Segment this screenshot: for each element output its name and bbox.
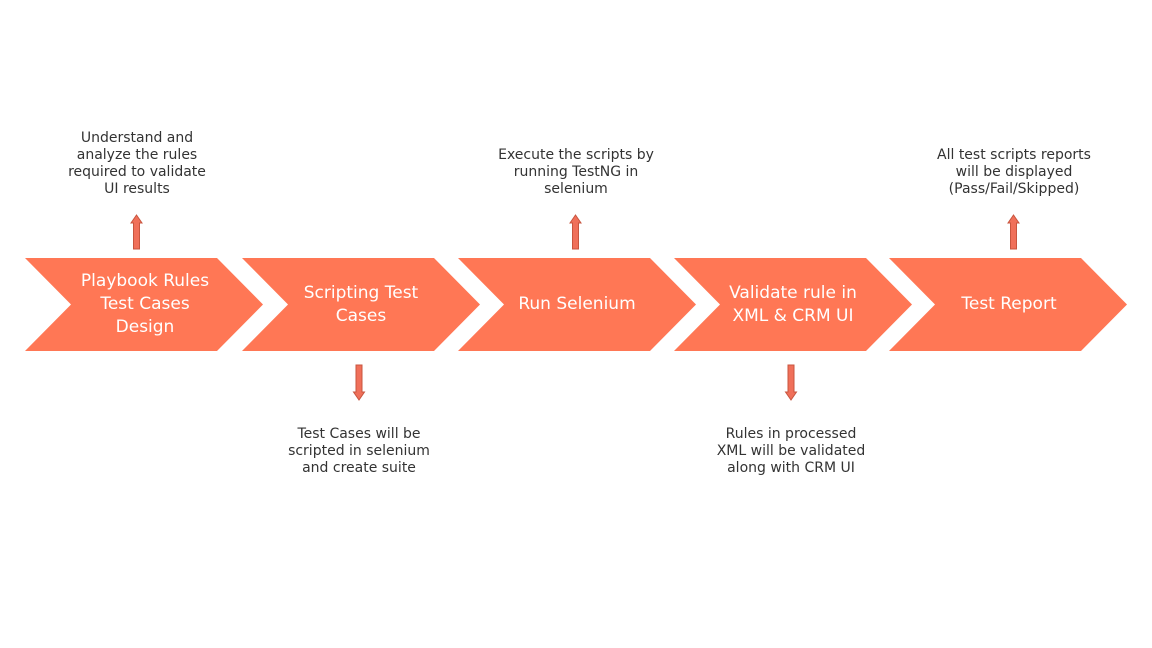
step-3-note: Execute the scripts by running TestNG in…	[475, 118, 677, 198]
arrow-up-icon-step-1	[130, 214, 143, 250]
chevron-step-3	[458, 258, 696, 351]
step-3-label: Run Selenium	[518, 294, 636, 314]
chevron-step-2	[242, 258, 480, 351]
step-2-label: Scripting Test Cases	[303, 282, 419, 326]
arrow-down-icon-step-4	[784, 364, 798, 401]
chevron-step-1	[25, 258, 263, 351]
step-1-label: Playbook Rules Test Cases Design	[80, 271, 210, 337]
arrow-up-icon-step-5	[1007, 214, 1020, 250]
chevron-step-4	[674, 258, 912, 351]
step-1-note-text: Understand and analyze the rules require…	[68, 130, 206, 197]
step-5-note-text: All test scripts reports will be display…	[937, 147, 1091, 197]
step-5-note: All test scripts reports will be display…	[913, 118, 1115, 198]
step-2-note: Test Cases will be scripted in selenium …	[288, 426, 430, 476]
step-4-label: Validate rule in XML & CRM UI	[729, 282, 857, 326]
step-3-note-text: Execute the scripts by running TestNG in…	[498, 147, 654, 197]
step-5-label: Test Report	[961, 294, 1057, 314]
step-4-note: Rules in processed XML will be validated…	[716, 426, 866, 476]
arrow-down-icon-step-2	[352, 364, 366, 401]
step-1-note: Understand and analyze the rules require…	[46, 118, 228, 198]
arrow-up-icon-step-3	[569, 214, 582, 250]
chevron-step-5	[889, 258, 1127, 351]
